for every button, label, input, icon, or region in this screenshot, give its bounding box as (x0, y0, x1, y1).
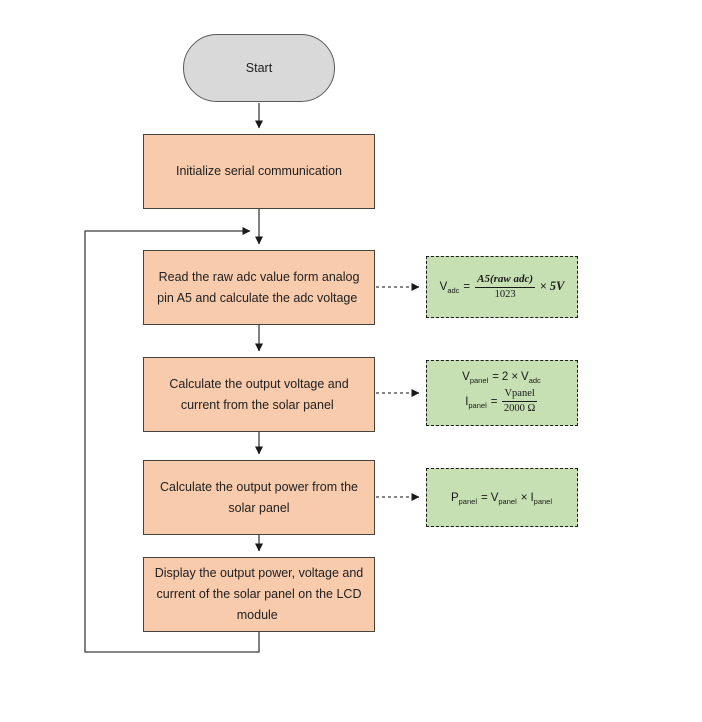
start-label: Start (245, 61, 273, 75)
step-read-adc: Read the raw adc value form analog pin A… (143, 250, 375, 325)
step-calc-power: Calculate the output power from the sola… (143, 460, 375, 535)
fraction: Vpanel 2000 Ω (502, 387, 537, 414)
step-label: Calculate the output voltage and current… (169, 376, 349, 412)
step-label: Initialize serial communication (175, 164, 343, 178)
step-calc-voltage-current: Calculate the output voltage and current… (143, 357, 375, 432)
faint-period: . (333, 397, 338, 412)
step-initialize-serial: Initialize serial communication (143, 134, 375, 209)
step-label: Calculate the output power from the sola… (159, 479, 359, 515)
faint-period: . (357, 290, 361, 305)
fraction: A5(raw adc) 1023 (475, 273, 536, 300)
step-label: Read the raw adc value form analog pin A… (157, 269, 361, 305)
start-node: Start (183, 34, 335, 102)
step-label: Display the output power, voltage and cu… (154, 566, 364, 622)
faint-period: . (277, 608, 282, 622)
step-display-lcd: Display the output power, voltage and cu… (143, 557, 375, 632)
